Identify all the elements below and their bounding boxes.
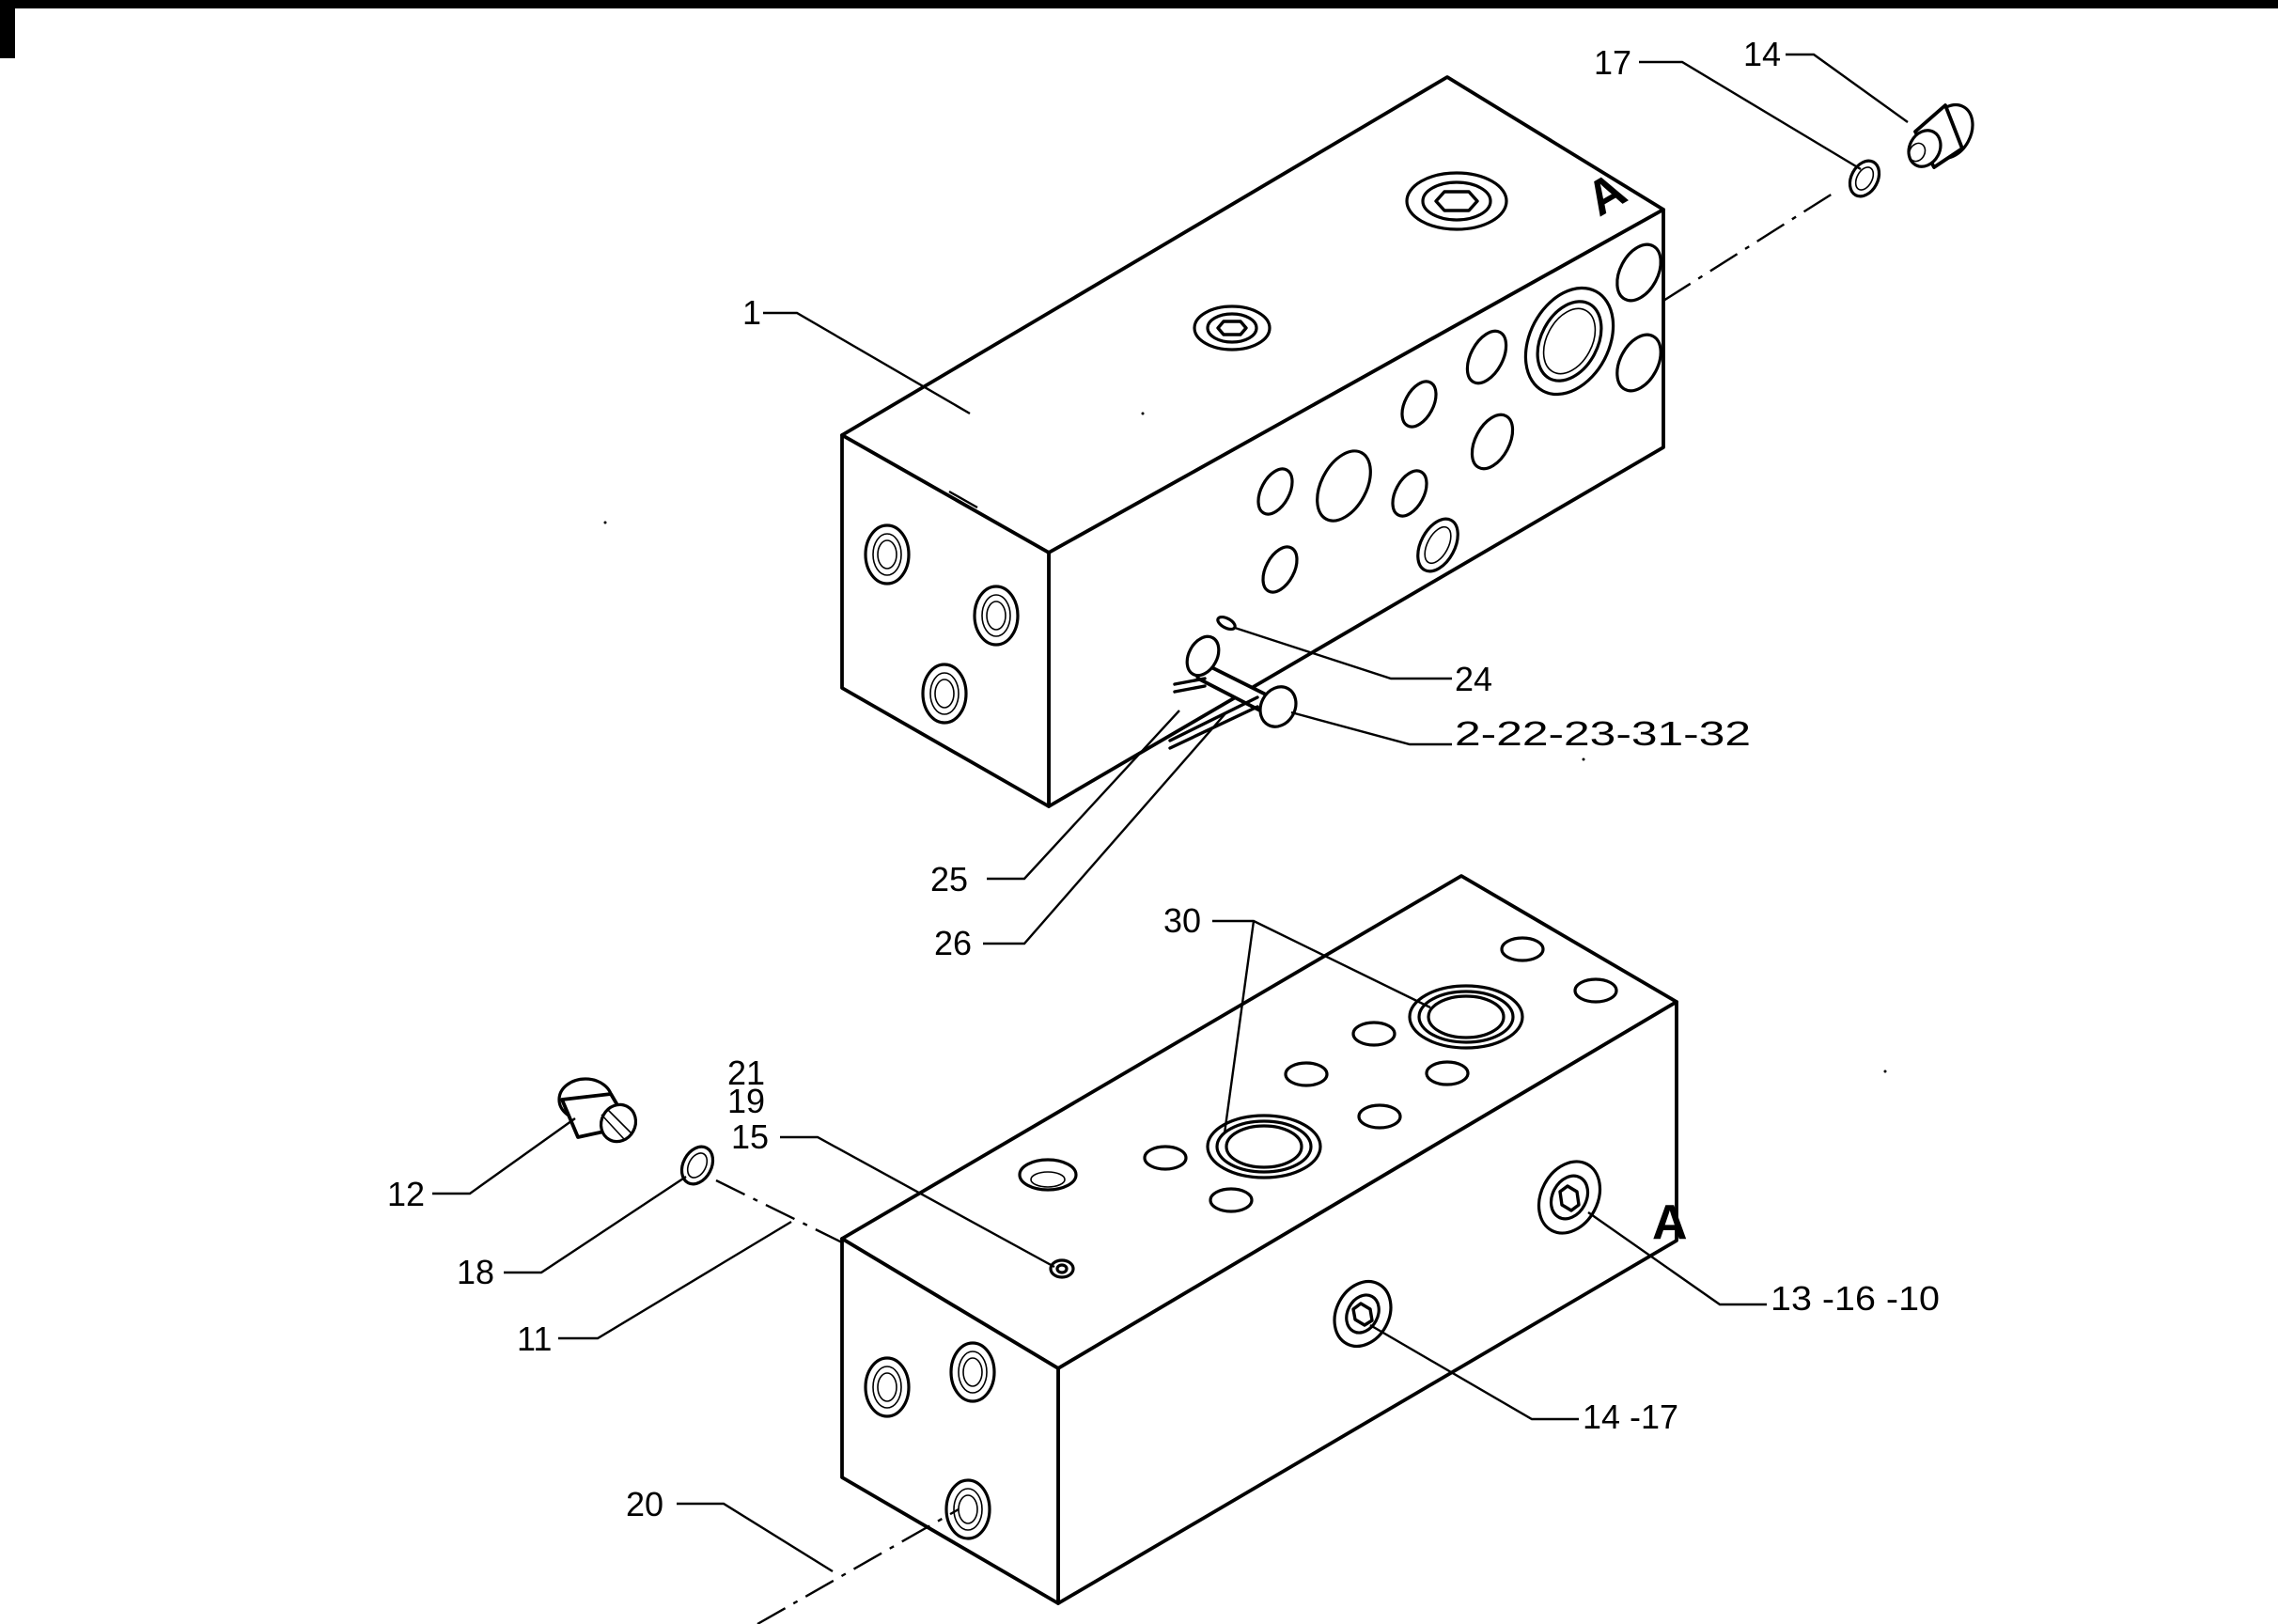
callout-13-16-10: 13 -16 -10 [1771,1279,1940,1318]
callout-24: 24 [1455,660,1492,698]
oring-17-top [1848,159,1881,198]
callout-20: 20 [626,1485,663,1523]
seal-ring-right [1408,984,1524,1050]
seal-ring-left [1206,1114,1322,1179]
upper-side-ports [1256,242,1662,594]
callout-25: 25 [930,860,968,898]
lower-face-mark: A [1652,1195,1688,1250]
callout-1: 1 [742,293,761,332]
axis-line-left [715,1179,843,1244]
callout-2-22-23-31-32: 2-22-23-31-32 [1455,714,1751,753]
callout-17: 17 [1594,43,1631,82]
top-border-bar [0,0,2278,8]
callout-21: 21 [727,1054,765,1092]
callout-30: 30 [1163,901,1201,940]
callout-15: 15 [731,1117,769,1156]
shaft-pin-assembly [1168,615,1298,750]
callout-14-top: 14 [1743,35,1781,73]
upper-valve-block: A [840,75,1665,808]
upper-end-ports [864,523,1020,725]
left-corner-mark [0,0,15,58]
plug-14-top [1907,102,1974,169]
lower-block-end-face [840,1237,1060,1605]
lower-side-plug-large [1537,1160,1602,1235]
axis-line-bottom [757,1507,960,1624]
plug-12 [557,1077,638,1144]
callout-11: 11 [517,1320,552,1358]
callout-14-17-bottom: 14 -17 [1583,1398,1678,1436]
lower-valve-block: A [840,874,1688,1605]
upper-top-screw-small [1193,304,1272,351]
axis-line-top [1662,192,1833,303]
oring-18 [679,1145,715,1186]
leader-lines [432,53,1909,1573]
lower-end-ports [864,1341,996,1540]
callout-26: 26 [934,924,972,962]
upper-top-screw-large [1405,171,1508,231]
callout-12: 12 [387,1175,425,1213]
callout-19: 19 [727,1082,765,1120]
lower-top-ports [1018,936,1618,1279]
callout-18: 18 [457,1253,494,1291]
